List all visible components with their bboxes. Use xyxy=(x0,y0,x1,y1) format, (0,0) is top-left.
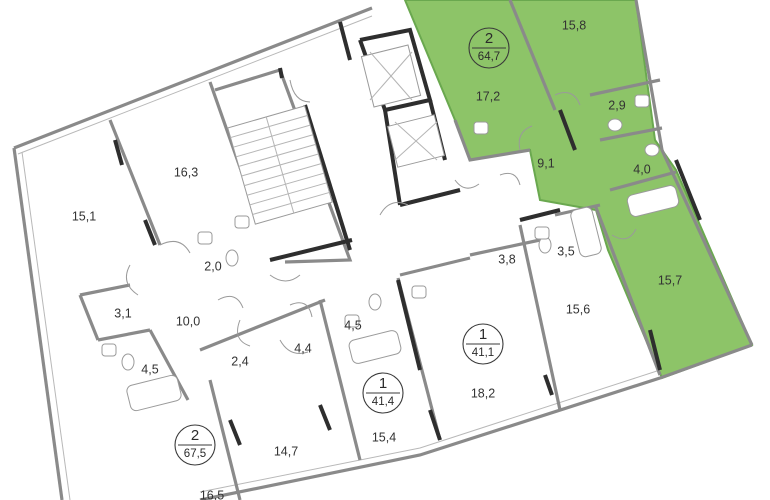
room-area-label: 4,5 xyxy=(141,362,158,376)
room-area-label: 3,5 xyxy=(557,244,574,258)
room-area-label: 15,8 xyxy=(562,18,586,32)
apartment-badge[interactable]: 2 67,5 xyxy=(174,424,216,466)
room-area-label: 2,9 xyxy=(608,98,625,112)
room-area-label: 15,6 xyxy=(566,302,590,316)
room-area-label: 2,0 xyxy=(204,259,221,273)
room-area-label: 16,5 xyxy=(200,488,224,500)
room-area-label: 15,7 xyxy=(658,273,682,287)
bathtub-icon xyxy=(126,185,680,412)
room-area-label: 15,4 xyxy=(372,430,396,444)
room-area-label: 14,7 xyxy=(274,444,298,458)
room-area-label: 10,0 xyxy=(176,314,200,328)
room-area-label: 4,0 xyxy=(633,162,650,176)
room-labels: 15,8 17,2 2,9 9,1 4,0 15,7 16,3 15,1 2,0… xyxy=(72,18,682,500)
stair-icon xyxy=(227,105,333,225)
door-swing-icon xyxy=(125,79,637,354)
apartment-area: 67,5 xyxy=(184,448,206,460)
room-area-label: 9,1 xyxy=(537,156,554,170)
apartment-area: 41,1 xyxy=(472,347,494,359)
room-area-label: 18,2 xyxy=(471,386,495,400)
room-area-label: 17,2 xyxy=(476,89,500,103)
room-area-label: 2,4 xyxy=(231,354,248,368)
room-area-label: 4,5 xyxy=(344,318,361,332)
apartment-badge[interactable]: 1 41,1 xyxy=(462,323,504,365)
room-area-label: 4,4 xyxy=(294,341,311,355)
apartment-rooms: 2 xyxy=(191,427,199,444)
room-area-label: 15,1 xyxy=(72,209,96,223)
apartment-rooms: 2 xyxy=(485,30,493,47)
apartment-area: 41,4 xyxy=(372,396,395,408)
apartment-rooms: 1 xyxy=(479,326,487,343)
room-area-label: 3,1 xyxy=(114,306,131,320)
apartment-rooms: 1 xyxy=(379,375,387,392)
apartment-area: 64,7 xyxy=(478,51,500,63)
room-area-label: 3,8 xyxy=(498,252,515,266)
apartment-badge[interactable]: 2 64,7 xyxy=(468,27,510,69)
exterior-walls xyxy=(12,0,754,500)
apartment-badge[interactable]: 1 41,4 xyxy=(362,372,404,414)
sink-icon xyxy=(101,94,650,357)
elevator-icon xyxy=(360,44,445,168)
room-area-label: 16,3 xyxy=(174,165,198,179)
